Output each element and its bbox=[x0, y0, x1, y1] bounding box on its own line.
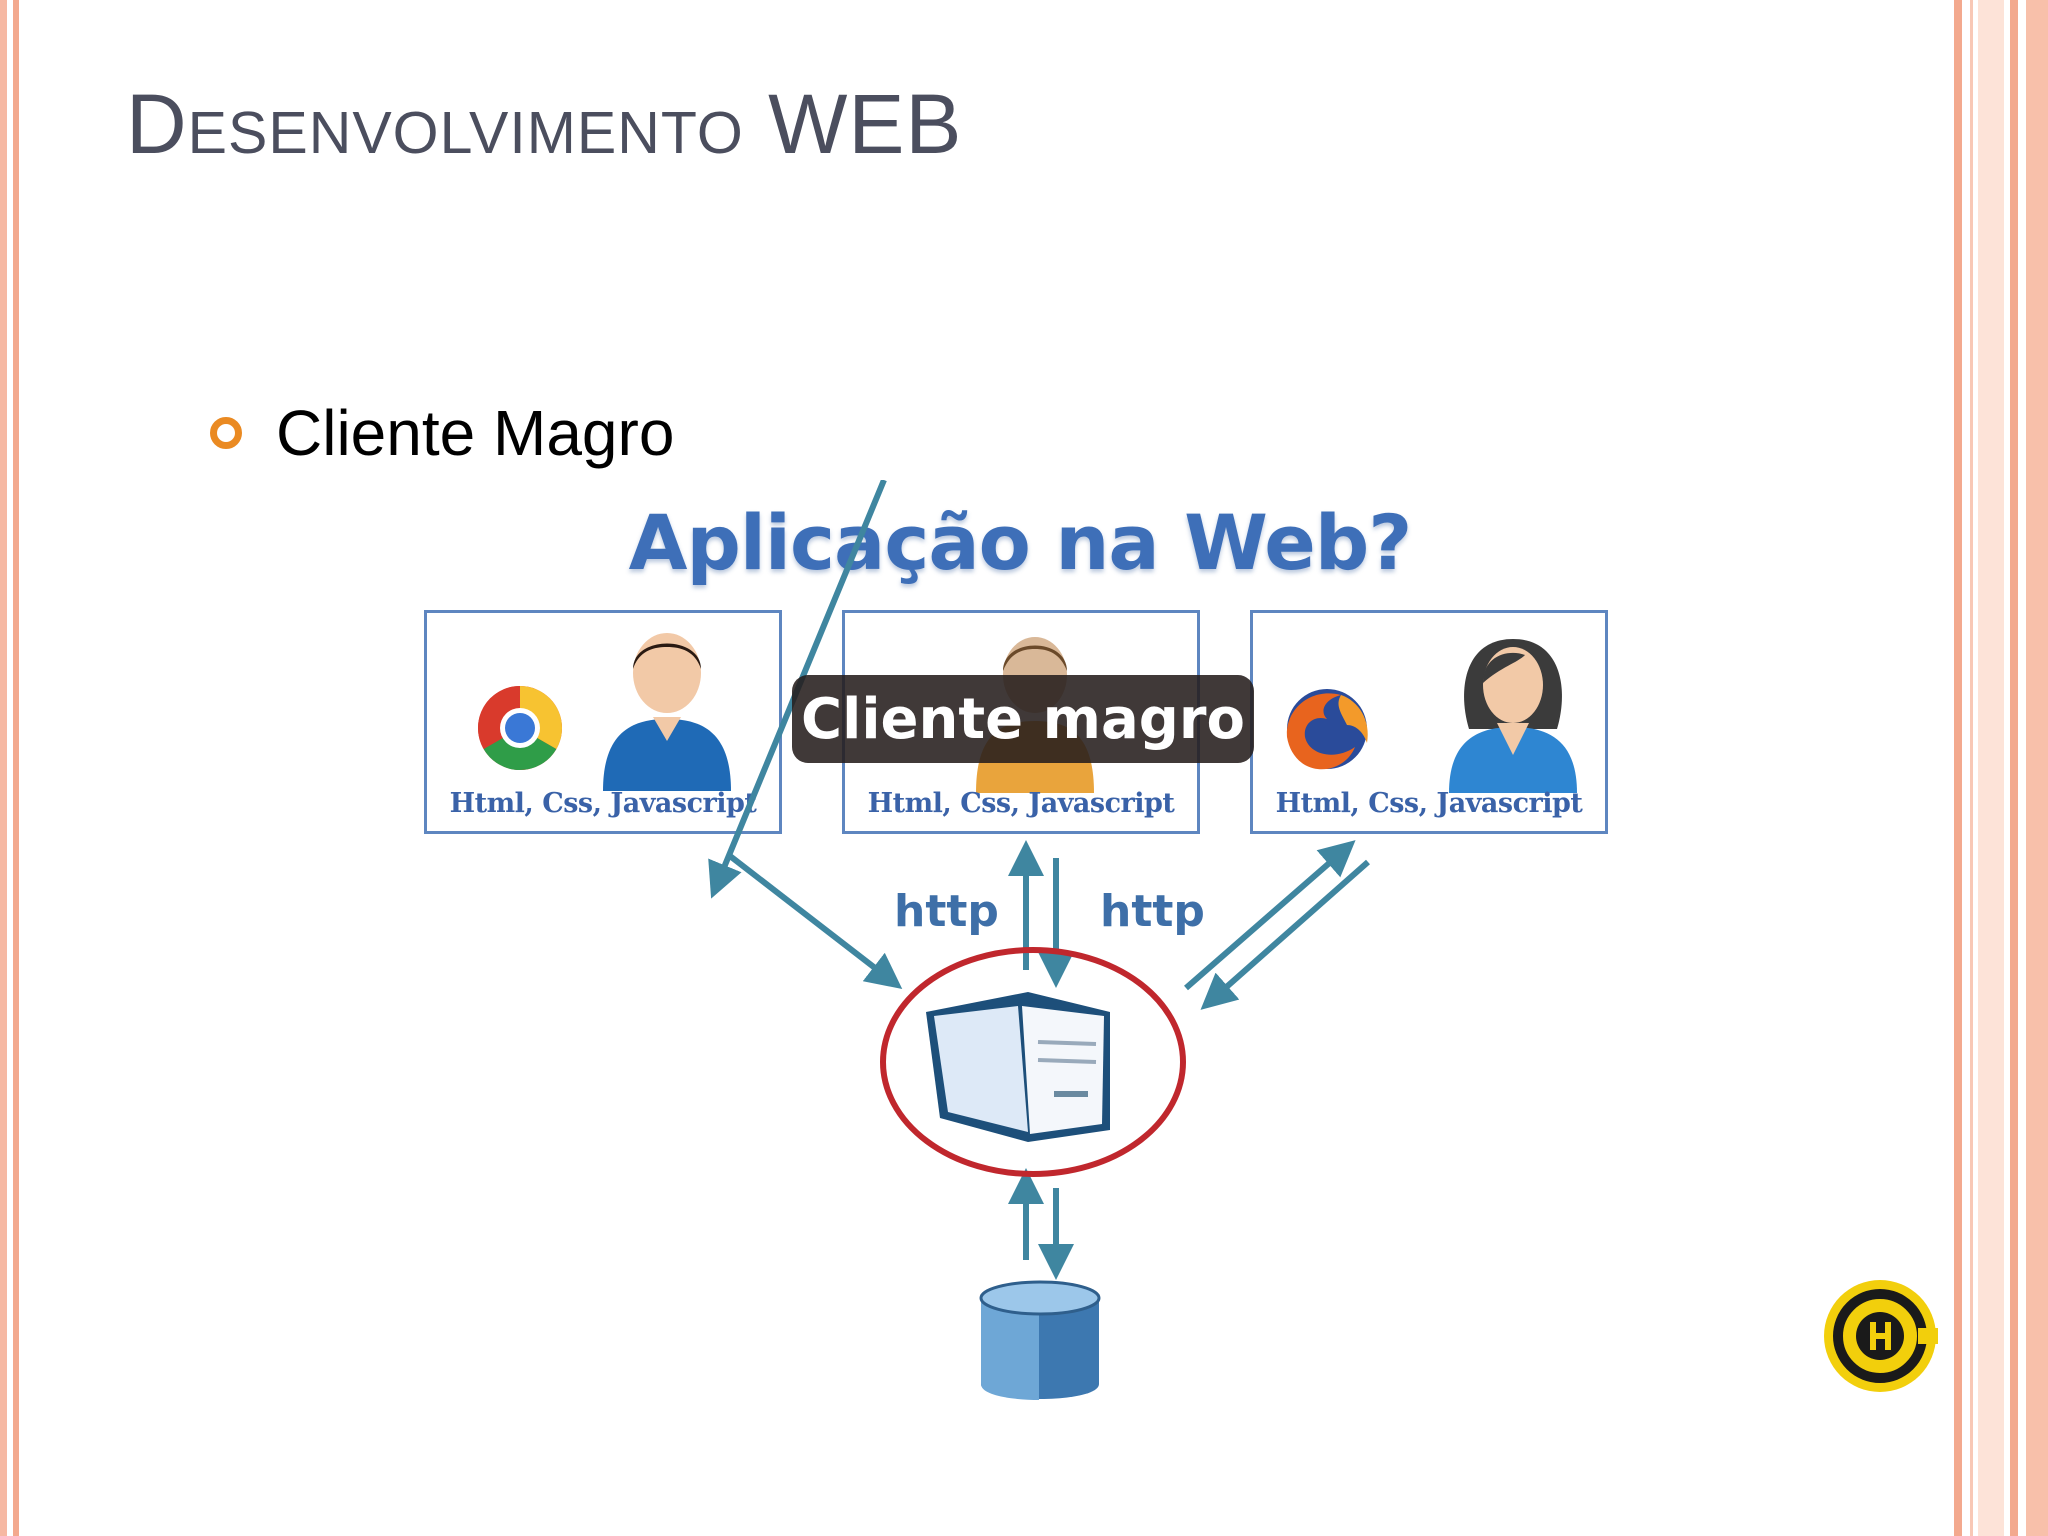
arrow-to-client-3 bbox=[1184, 840, 1356, 991]
female-user-icon bbox=[1449, 639, 1577, 793]
server-icon bbox=[880, 947, 1186, 1177]
right-border-decoration bbox=[1954, 0, 2048, 1536]
channel-logo-icon bbox=[1824, 1280, 1938, 1392]
client-box-1: Html, Css, Javascript bbox=[424, 610, 782, 834]
client-label: Html, Css, Javascript bbox=[449, 788, 757, 819]
arrow-from-client-1 bbox=[728, 853, 903, 990]
overlay-caption: Cliente magro bbox=[792, 675, 1254, 763]
chrome-icon bbox=[477, 686, 563, 771]
overlay-caption-text: Cliente magro bbox=[801, 686, 1245, 752]
bullet-marker-icon bbox=[210, 417, 242, 449]
slide-title: Desenvolvimento WEB bbox=[126, 77, 963, 171]
web-application-diagram: Aplicação na Web? Html, Css, Javascript … bbox=[400, 480, 1660, 1440]
arrow-from-client-3 bbox=[1200, 859, 1370, 1010]
client-label: Html, Css, Javascript bbox=[1275, 788, 1583, 819]
diagram-title: Aplicação na Web? bbox=[628, 498, 1413, 587]
http-label: http bbox=[1100, 886, 1205, 937]
bullet-item: Cliente Magro bbox=[210, 398, 674, 468]
http-label: http bbox=[894, 886, 999, 937]
bullet-text: Cliente Magro bbox=[276, 397, 675, 469]
male-user-icon bbox=[603, 633, 731, 791]
client-box-3: Html, Css, Javascript bbox=[1250, 610, 1608, 834]
left-border-decoration bbox=[0, 0, 19, 1536]
client-label: Html, Css, Javascript bbox=[867, 788, 1175, 819]
firefox-icon bbox=[1286, 689, 1368, 770]
database-icon bbox=[979, 1280, 1101, 1400]
